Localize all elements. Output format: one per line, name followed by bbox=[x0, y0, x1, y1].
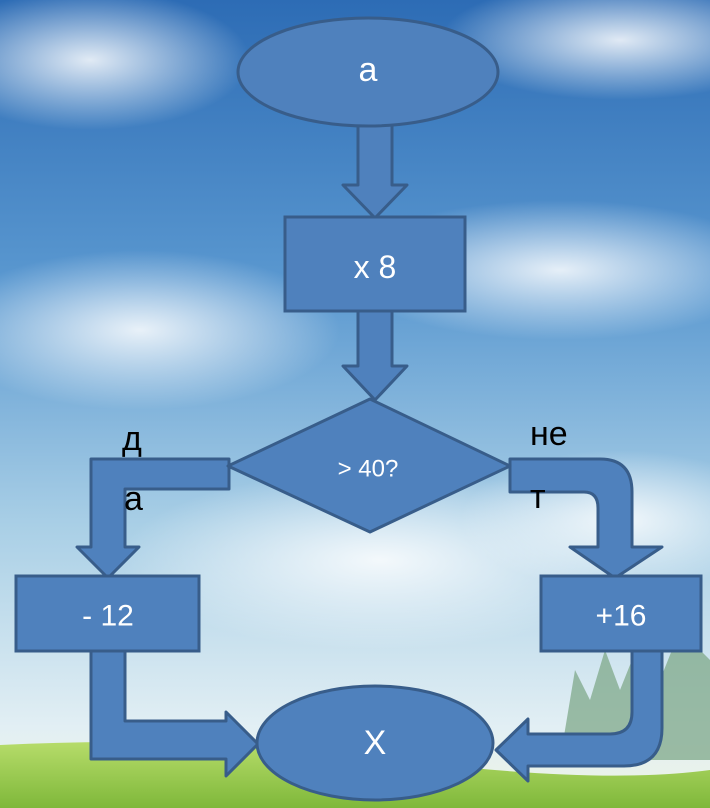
arrow-no-branch bbox=[508, 457, 664, 580]
multiply-node: x 8 bbox=[283, 215, 467, 313]
result-node: X bbox=[255, 684, 495, 802]
yes-label-line2: а bbox=[124, 480, 143, 518]
add-label: +16 bbox=[596, 600, 647, 633]
condition-label: > 40? bbox=[338, 456, 399, 483]
arrow-subtract-to-result bbox=[89, 649, 260, 778]
add-node: +16 bbox=[539, 574, 703, 653]
condition-node: > 40? bbox=[226, 397, 512, 534]
subtract-label: - 12 bbox=[82, 600, 134, 633]
yes-label-line1: д bbox=[122, 420, 142, 458]
no-label-line2: т bbox=[530, 478, 546, 516]
subtract-node: - 12 bbox=[14, 574, 201, 653]
start-node: a bbox=[236, 16, 500, 128]
no-label: не т bbox=[530, 415, 568, 516]
arrow-multiply-to-condition bbox=[341, 308, 409, 402]
yes-label: д а bbox=[122, 420, 143, 518]
result-label: X bbox=[364, 724, 387, 762]
start-label: a bbox=[359, 51, 378, 89]
multiply-label: x 8 bbox=[354, 249, 397, 285]
arrow-start-to-multiply bbox=[341, 123, 409, 220]
no-label-line1: не bbox=[530, 415, 568, 453]
arrow-yes-branch bbox=[75, 457, 231, 580]
arrow-add-to-result bbox=[494, 649, 664, 783]
